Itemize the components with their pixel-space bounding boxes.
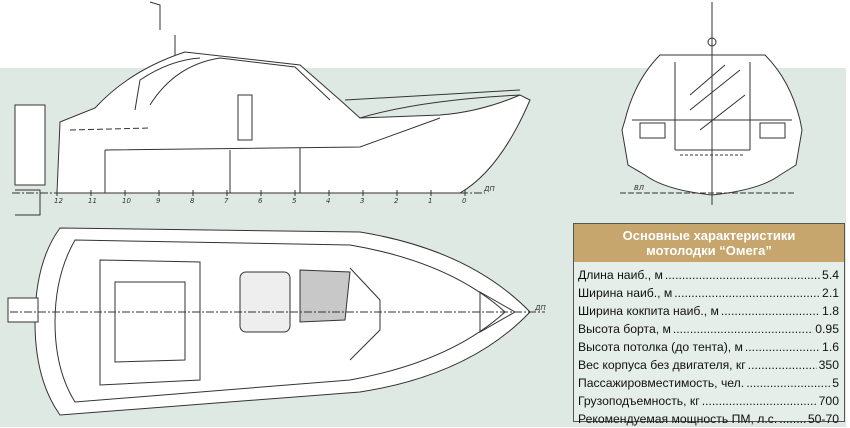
spec-row: Ширина кокпита наиб., м 1.8	[578, 302, 839, 320]
spec-value: 50-70	[807, 412, 839, 426]
spec-row: Рекомендуемая мощность ПМ, л.с. 50-70	[578, 410, 839, 428]
spec-value: 350	[818, 358, 839, 372]
spec-value: 5	[832, 376, 839, 390]
spec-row: Высота потолка (до тента), м 1.6	[578, 338, 839, 356]
station-label: 3	[360, 197, 364, 205]
station-label: 0	[462, 197, 467, 205]
spec-row: Высота борта, м 0.95	[578, 320, 839, 338]
leader-dots	[748, 356, 817, 374]
spec-row: Вес корпуса без двигателя, кг 350	[578, 356, 839, 374]
spec-label: Грузоподъемность, кг	[578, 394, 700, 408]
leader-dots	[673, 320, 813, 338]
spec-value: 1.6	[822, 340, 839, 354]
specs-title-line1: Основные характеристики	[622, 228, 796, 243]
station-label: 12	[54, 197, 63, 205]
spec-row: Ширина наиб., м 2.1	[578, 284, 839, 302]
centerline-label: ДП	[534, 304, 546, 312]
front-view-drawing: ВЛ	[620, 2, 803, 205]
station-label: 2	[394, 197, 399, 205]
spec-label: Пассажировместимость, чел.	[578, 376, 745, 390]
spec-label: Вес корпуса без двигателя, кг	[578, 358, 746, 372]
station-label: 11	[88, 197, 97, 205]
spec-label: Высота борта, м	[578, 322, 671, 336]
spec-label: Ширина кокпита наиб., м	[578, 304, 719, 318]
spec-label: Рекомендуемая мощность ПМ, л.с.	[578, 412, 778, 426]
station-label: 1	[428, 197, 432, 205]
leader-dots	[746, 374, 830, 392]
spec-row: Грузоподъемность, кг 700	[578, 392, 839, 410]
plan-view-drawing: ДП	[7, 227, 546, 416]
specs-title: Основные характеристики мотолодки “Омега…	[574, 224, 844, 262]
station-label: 8	[190, 197, 195, 205]
leader-dots	[665, 266, 820, 284]
spec-row: Пассажировместимость, чел. 5	[578, 374, 839, 392]
spec-value: 0.95	[815, 322, 839, 336]
leader-dots	[779, 410, 806, 428]
spec-value: 5.4	[822, 268, 839, 282]
station-label: 7	[224, 197, 229, 205]
station-label: 6	[258, 197, 263, 205]
baseline-label: ДП	[483, 185, 495, 193]
station-label: 10	[122, 197, 131, 205]
spec-value: 2.1	[822, 286, 839, 300]
spec-value: 700	[818, 394, 839, 408]
station-label: 9	[156, 197, 161, 205]
leader-dots	[702, 392, 817, 410]
specs-table: Основные характеристики мотолодки “Омега…	[573, 223, 845, 426]
spec-label: Длина наиб., м	[578, 268, 663, 282]
leader-dots	[674, 284, 820, 302]
spec-value: 1.8	[822, 304, 839, 318]
spec-row: Длина наиб., м 5.4	[578, 266, 839, 284]
leader-dots	[745, 338, 820, 356]
station-label: 4	[326, 197, 330, 205]
spec-label: Высота потолка (до тента), м	[578, 340, 743, 354]
station-label: 5	[292, 197, 297, 205]
spec-label: Ширина наиб., м	[578, 286, 673, 300]
specs-title-line2: мотолодки “Омега”	[646, 243, 772, 258]
leader-dots	[721, 302, 820, 320]
waterline-label: ВЛ	[634, 184, 645, 192]
